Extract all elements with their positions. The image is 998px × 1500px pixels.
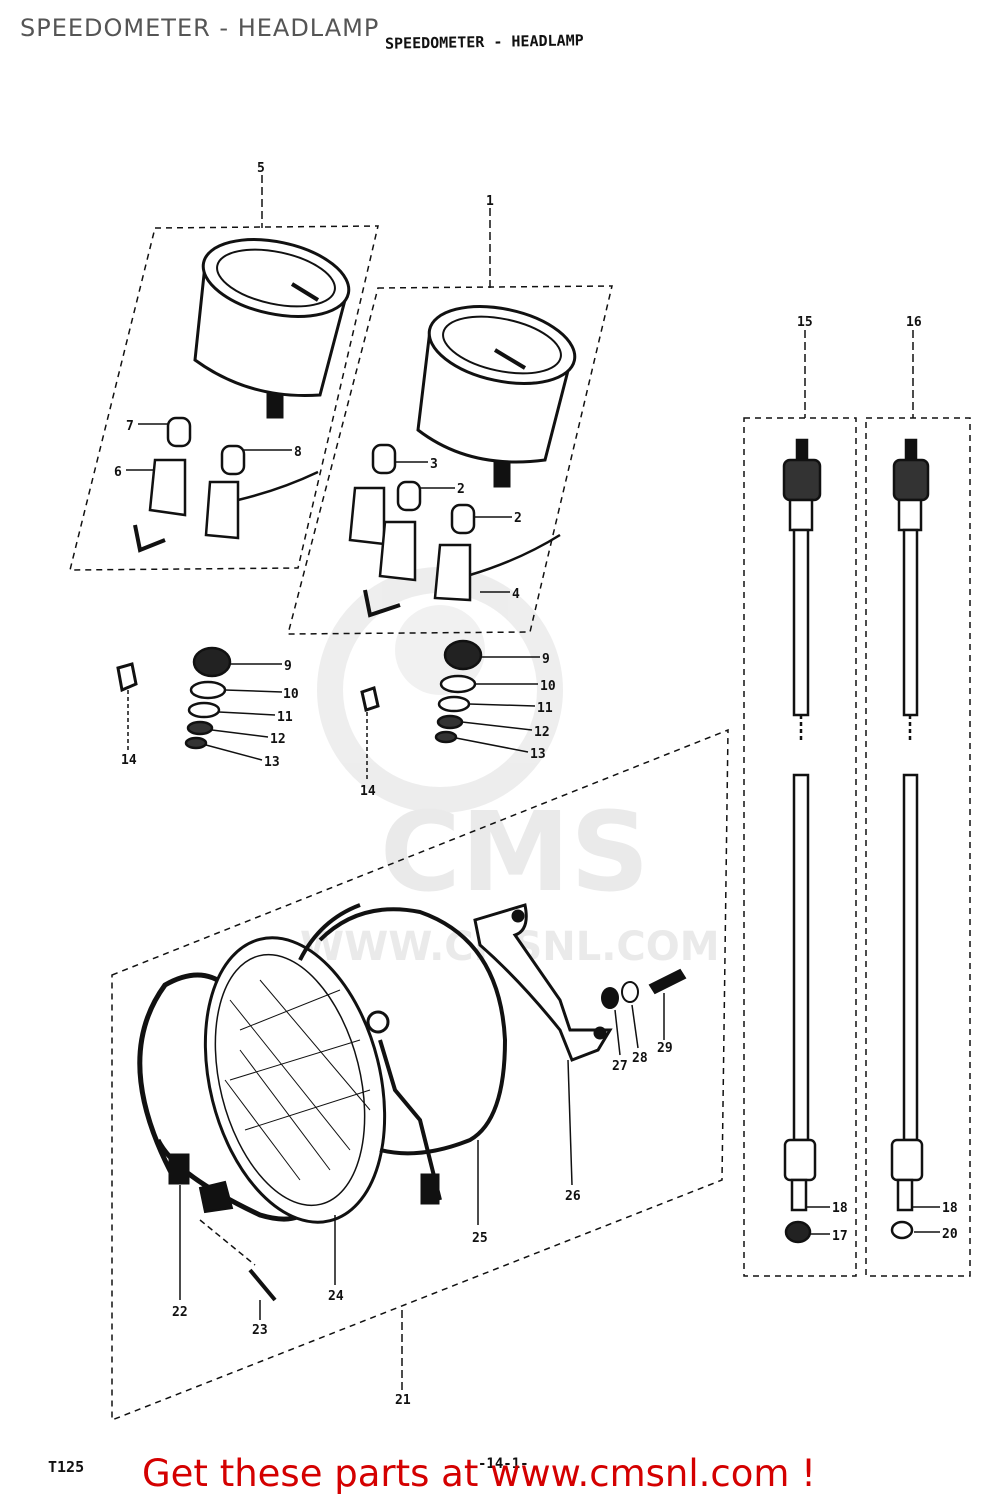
callout-13: 13 (264, 755, 280, 770)
callout-10: 10 (540, 679, 556, 694)
tachometer-bulb-sockets (348, 443, 561, 618)
callout-12: 12 (534, 725, 550, 740)
headlamp-leaders (179, 993, 665, 1320)
model-code: T125 (48, 1458, 85, 1476)
callout-18: 18 (832, 1201, 848, 1216)
callout-23: 23 (252, 1323, 268, 1338)
callout-29: 29 (657, 1041, 673, 1056)
callout-17: 17 (832, 1229, 848, 1244)
indicator-lamp-stack-left (116, 646, 232, 750)
callout-14: 14 (360, 784, 376, 799)
callout-9: 9 (284, 659, 292, 674)
callout-14: 14 (121, 753, 137, 768)
speedometer-bulb-sockets (133, 416, 319, 553)
callout-20: 20 (942, 1227, 958, 1242)
page-number: -14-1- (478, 1456, 529, 1472)
group-outlines (69, 225, 971, 1422)
cable-15-outline (743, 417, 857, 1277)
callout-3: 3 (430, 457, 438, 472)
callout-leaders (126, 423, 540, 780)
callout-18: 18 (942, 1201, 958, 1216)
callout-25: 25 (472, 1231, 488, 1246)
tachometer-part (416, 305, 577, 488)
headlamp-bracket (473, 903, 613, 1062)
watermark-brand: CMS (380, 788, 649, 916)
callout-13: 13 (530, 747, 546, 762)
callout-11: 11 (277, 710, 293, 725)
callout-16: 16 (906, 315, 922, 330)
get-parts-link[interactable]: Get these parts at www.cmsnl.com ! (142, 1452, 817, 1495)
headlamp-bolts (198, 968, 687, 1302)
callout-2: 2 (514, 511, 522, 526)
callout-10: 10 (283, 687, 299, 702)
page-title: SPEEDOMETER - HEADLAMP (20, 14, 380, 42)
cable-16-outline (865, 417, 971, 1277)
callout-1: 1 (486, 194, 494, 209)
callout-24: 24 (328, 1289, 344, 1304)
callout-21: 21 (395, 1393, 411, 1408)
callout-labels: 5 1 15 16 7 8 6 3 2 2 4 9 10 11 12 13 14… (114, 161, 958, 1408)
callout-27: 27 (612, 1059, 628, 1074)
callout-11: 11 (537, 701, 553, 716)
headlamp-group-outline (111, 728, 729, 1422)
callout-5: 5 (257, 161, 265, 176)
watermark-mascot-head (395, 605, 485, 695)
callout-4: 4 (512, 587, 520, 602)
callout-6: 6 (114, 465, 122, 480)
speedometer-group-outline (69, 225, 379, 571)
speedometer-cable (782, 438, 830, 1244)
callout-22: 22 (172, 1305, 188, 1320)
headlamp-housing (298, 903, 508, 1205)
headlamp-lens (203, 936, 387, 1224)
speedometer-part (193, 238, 351, 419)
callout-26: 26 (565, 1189, 581, 1204)
callout-9: 9 (542, 652, 550, 667)
leader-lines (261, 175, 914, 1392)
tachometer-group-outline (287, 285, 613, 635)
callout-12: 12 (270, 732, 286, 747)
callout-7: 7 (126, 419, 134, 434)
callout-15: 15 (797, 315, 813, 330)
callout-8: 8 (294, 445, 302, 460)
callout-2: 2 (457, 482, 465, 497)
indicator-lamp-stack-right (360, 639, 483, 744)
tachometer-cable (890, 438, 940, 1240)
callout-28: 28 (632, 1051, 648, 1066)
